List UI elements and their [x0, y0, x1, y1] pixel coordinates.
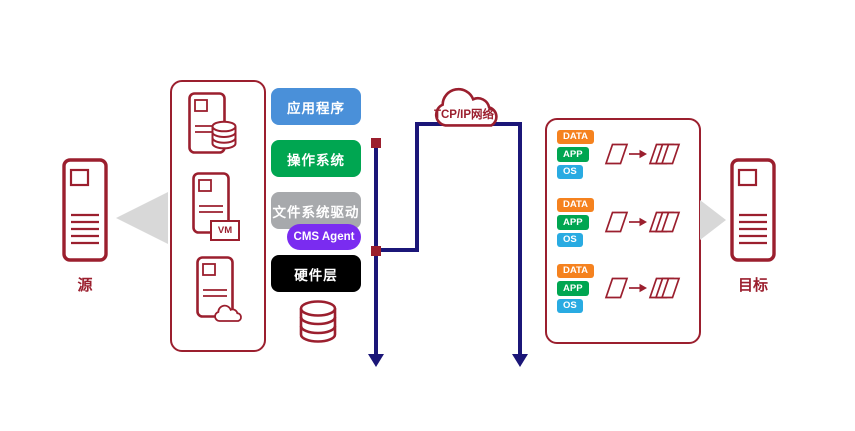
badge-app: APP [557, 215, 589, 230]
badge-stack: DATA APP OS [557, 128, 594, 181]
stack-box-fs-driver: 文件系统驱动 [271, 192, 361, 229]
replica-row: DATA APP OS [557, 196, 681, 249]
stack-pill-cms-agent: CMS Agent [287, 224, 361, 250]
connector-branch [374, 248, 419, 252]
arrowhead-left-icon [368, 354, 384, 367]
replica-row: DATA APP OS [557, 262, 681, 315]
copy-to-stack-icon [604, 143, 681, 165]
vm-badge: VM [210, 220, 240, 241]
database-icon-large [298, 300, 338, 344]
arrowhead-right-icon [512, 354, 528, 367]
badge-os: OS [557, 164, 583, 179]
connector-vertical-mid [415, 122, 419, 252]
badge-stack: DATA APP OS [557, 196, 594, 249]
badge-app: APP [557, 281, 589, 296]
copy-to-stack-icon [604, 211, 681, 233]
tap-node-top-icon [371, 138, 381, 148]
cloud-icon-small [212, 302, 244, 324]
replica-row: DATA APP OS [557, 128, 681, 181]
badge-data: DATA [557, 197, 594, 212]
fan-right-icon [700, 200, 726, 240]
target-server-icon [730, 158, 776, 262]
badge-stack: DATA APP OS [557, 262, 594, 315]
stack-box-os: 操作系统 [271, 140, 361, 177]
database-icon-small [210, 120, 238, 150]
connector-vertical-right [518, 122, 522, 356]
badge-os: OS [557, 232, 583, 247]
badge-os: OS [557, 298, 583, 313]
source-label: 源 [77, 277, 93, 294]
source-server-icon [62, 158, 108, 262]
target-label: 目标 [737, 277, 768, 294]
vm-server-3-icon [196, 256, 234, 318]
fan-left-icon [116, 192, 168, 244]
badge-app: APP [557, 147, 589, 162]
network-cloud-icon [430, 84, 498, 132]
stack-box-application: 应用程序 [271, 88, 361, 125]
badge-data: DATA [557, 129, 594, 144]
network-label: TCP/IP网络 [433, 109, 495, 121]
copy-to-stack-icon [604, 277, 681, 299]
badge-data: DATA [557, 263, 594, 278]
stack-box-hardware: 硬件层 [271, 255, 361, 292]
tap-node-bottom-icon [371, 246, 381, 256]
